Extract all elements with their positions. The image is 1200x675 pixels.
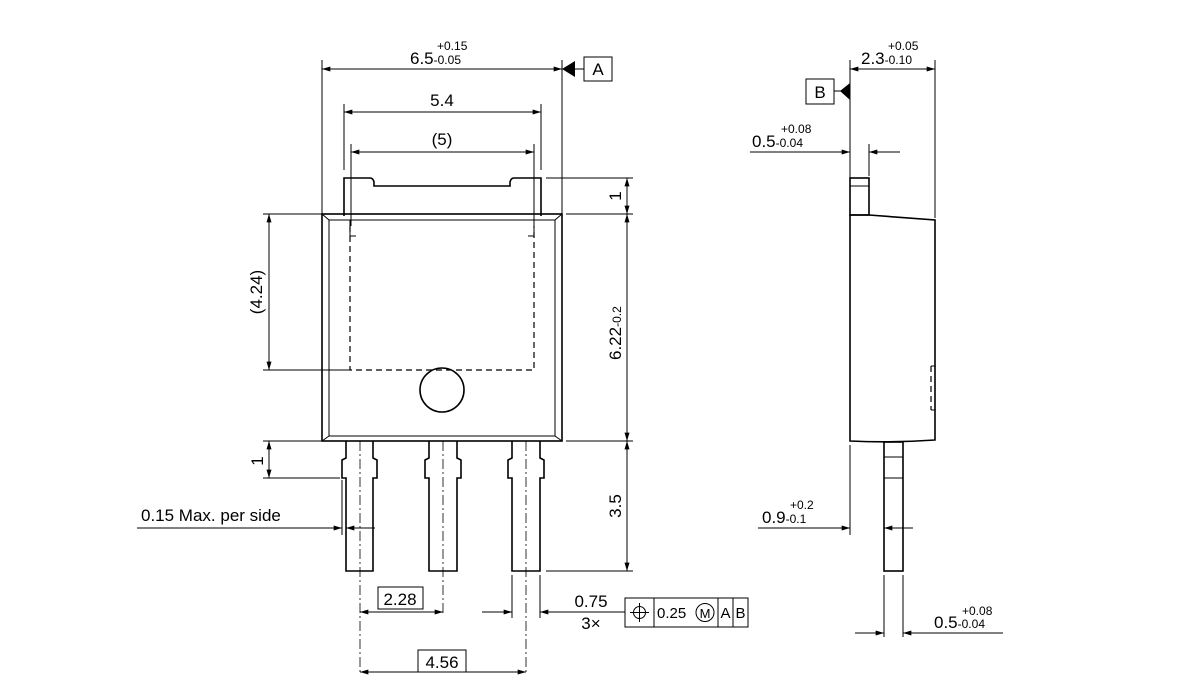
dim-standoff-label: 0.9-0.1 (762, 508, 807, 527)
feature-control-frame: 0.25 M A B (624, 597, 749, 628)
fcf-tolerance: 0.25 (657, 605, 686, 622)
side-tab (849, 177, 870, 216)
dim-thickness-label: 2.3-0.10 (861, 49, 912, 68)
dim-thickness-upper-tol: +0.05 (888, 39, 919, 53)
dim-pad-height-label: (4.24) (247, 270, 266, 314)
mold-hole (419, 367, 465, 413)
dim-lead-width-label: 0.75 (574, 592, 607, 611)
dim-width-upper-tol: +0.15 (437, 39, 468, 53)
dim-tab-thickness-upper-tol: +0.08 (781, 122, 812, 136)
tab-outline (343, 177, 542, 216)
hidden-pad-outline (349, 226, 535, 371)
side-view: B 2.3-0.10 +0.05 0.5-0.04 +0.08 0.9-0.1 … (750, 39, 1003, 637)
side-lead (883, 441, 904, 572)
leads (341, 441, 545, 675)
datum-a-box (583, 56, 613, 82)
dim-tab-inner-label: (5) (432, 130, 453, 149)
front-view: 6.5-0.05 +0.15 A 5.4 (5) 1 6.22-0.2 (4.2… (137, 39, 749, 675)
dim-lead-shoulder-label: 1 (248, 456, 267, 465)
dim-width-total-label: 6.5-0.05 (410, 49, 461, 68)
datum-b-label: B (814, 83, 825, 102)
lead-count-label: 3× (581, 614, 600, 633)
dim-lead-length-label: 3.5 (606, 494, 625, 518)
dim-pitch-double-label: 4.56 (425, 653, 458, 672)
fcf-datum-2: B (735, 605, 745, 622)
dim-pitch-label: 2.28 (383, 590, 416, 609)
lead-1 (341, 441, 378, 572)
pad-corner-marks (349, 220, 535, 237)
body-bevel (321, 213, 563, 442)
dim-lead-thickness-label: 0.5-0.04 (934, 613, 985, 632)
position-icon (630, 603, 649, 622)
lead-flash-note: 0.15 Max. per side (141, 506, 281, 525)
dim-tab-width-label: 5.4 (430, 91, 454, 110)
dim-standoff-upper-tol: +0.2 (790, 498, 814, 512)
fcf-modifier: M (700, 606, 711, 621)
dim-tab-height-label: 1 (606, 191, 625, 200)
fcf-datum-1: A (720, 605, 730, 622)
datum-a-label: A (592, 60, 604, 79)
dim-tab-thickness-label: 0.5-0.04 (752, 132, 803, 151)
dim-body-height-label: 6.22-0.2 (606, 306, 625, 360)
side-body (849, 214, 936, 443)
dim-lead-thickness-upper-tol: +0.08 (962, 604, 993, 618)
body-outline (321, 213, 563, 442)
